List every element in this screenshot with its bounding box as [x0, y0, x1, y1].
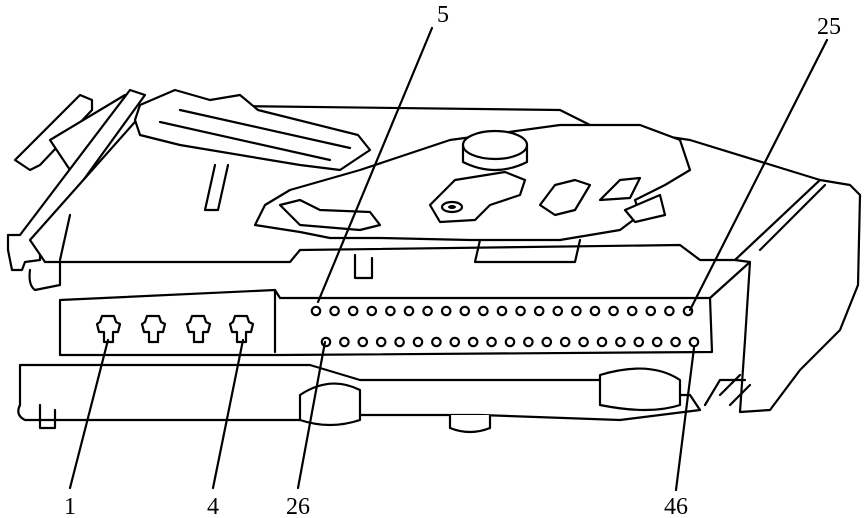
pin-hole-37	[523, 336, 534, 348]
housing-right	[703, 178, 862, 414]
upper-pin-row	[310, 305, 694, 317]
base-plate	[17, 363, 702, 434]
large-contacts	[95, 314, 255, 344]
pin-hole-11	[422, 305, 433, 317]
label-26: 26	[286, 494, 310, 518]
lower-pin-row	[320, 336, 700, 348]
pin-hole-43	[633, 336, 645, 348]
pin-hole-13	[459, 305, 471, 317]
pin-hole-10	[403, 305, 415, 317]
locking-slider	[133, 88, 372, 172]
pin-hole-31	[412, 336, 424, 348]
leader-46	[674, 346, 696, 492]
pin-hole-6	[329, 305, 340, 317]
leader-4	[211, 338, 245, 490]
leader-26	[296, 340, 327, 490]
pin-hole-30	[394, 336, 405, 348]
pin-hole-40	[578, 336, 589, 348]
pin-hole-24	[664, 305, 675, 317]
pin-hole-39	[559, 336, 571, 348]
pin-hole-12	[440, 305, 452, 317]
label-1: 1	[64, 494, 76, 518]
pin-hole-21	[608, 305, 619, 317]
leader-25	[688, 38, 829, 312]
label-46: 46	[664, 494, 688, 518]
pin-hole-45	[670, 336, 681, 348]
pin-hole-46	[688, 336, 700, 348]
pin-hole-15	[496, 305, 508, 317]
pin-hole-33	[449, 336, 461, 348]
pin-hole-8	[366, 305, 378, 317]
pin-hole-7	[347, 305, 359, 317]
leader-lines	[68, 26, 829, 492]
pin-hole-16	[515, 305, 526, 317]
pin-hole-20	[589, 305, 601, 317]
pin-hole-19	[571, 305, 582, 317]
pin-hole-42	[615, 336, 626, 348]
pin-hole-36	[504, 336, 516, 348]
pin-hole-9	[385, 305, 396, 317]
pin-hole-38	[541, 336, 553, 348]
leader-1	[68, 338, 110, 490]
pin-hole-23	[645, 305, 657, 317]
pin-hole-35	[486, 336, 497, 348]
label-25: 25	[817, 14, 841, 40]
contact-1	[95, 314, 122, 344]
pin-hole-28	[357, 336, 369, 348]
pin-hole-44	[651, 336, 663, 348]
label-4: 4	[207, 494, 219, 518]
pin-hole-29	[375, 336, 387, 348]
pin-hole-32	[431, 336, 442, 348]
pin-hole-41	[596, 336, 608, 348]
pin-hole-27	[339, 336, 350, 348]
pin-hole-17	[533, 305, 545, 317]
pin-hole-14	[478, 305, 489, 317]
pin-hole-5	[310, 305, 322, 317]
pin-hole-22	[626, 305, 638, 317]
contact-2	[140, 314, 167, 344]
pin-hole-34	[467, 336, 479, 348]
contact-4	[228, 314, 255, 344]
cam-lever	[253, 123, 692, 242]
label-5: 5	[437, 2, 449, 28]
leader-5	[316, 26, 434, 304]
pin-hole-18	[552, 305, 564, 317]
contact-3	[185, 314, 212, 344]
